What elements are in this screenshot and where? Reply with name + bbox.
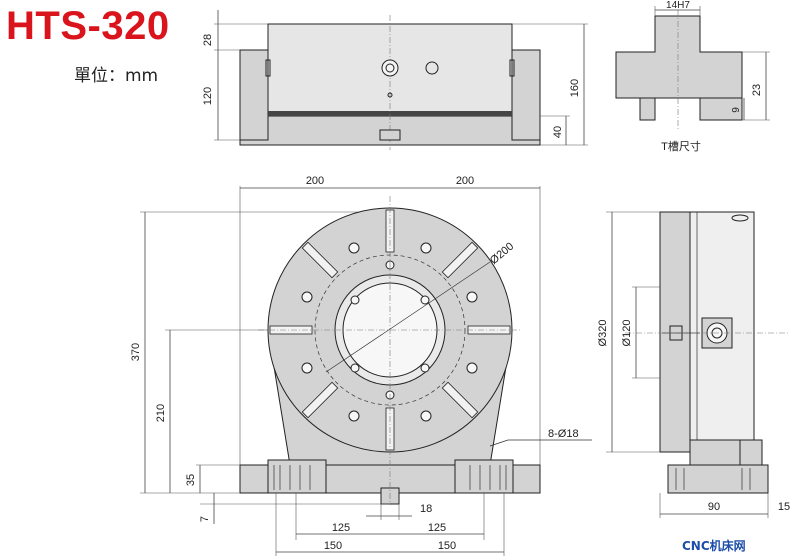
dim-front-dia200: Ø200 <box>488 240 516 266</box>
front-view-outer-holes <box>301 242 478 422</box>
dim-tslot-23: 23 <box>751 84 763 96</box>
dim-front-right-150: 150 <box>438 540 456 552</box>
dim-front-210: 210 <box>155 404 167 422</box>
side-view-pedestal <box>689 439 741 466</box>
side-view-base <box>667 464 769 494</box>
unit-label: 單位：mm <box>74 66 159 86</box>
dim-top-120: 120 <box>202 87 214 105</box>
top-view-pin <box>379 129 401 141</box>
dim-top-160: 160 <box>569 79 581 97</box>
dim-tslot-9: 9 <box>731 107 742 113</box>
dim-front-right-200: 200 <box>456 175 474 187</box>
dim-front-holes: 8-Ø18 <box>548 428 579 440</box>
top-view-bolt <box>381 59 399 77</box>
t-slot-caption: T槽尺寸 <box>661 139 701 153</box>
dim-side-dia320: Ø320 <box>597 320 609 347</box>
dim-side-dia120: Ø120 <box>621 320 633 347</box>
dim-front-right-125: 125 <box>428 522 446 534</box>
top-view: 28 120 160 40 <box>202 10 588 150</box>
front-view-inner-holes <box>350 260 430 400</box>
dim-front-left-150: 150 <box>324 540 342 552</box>
dim-front-left-200: 200 <box>306 175 324 187</box>
t-slot-detail: 14H7 23 9 T槽尺寸 <box>615 0 770 153</box>
dim-front-370: 370 <box>130 343 142 361</box>
watermark: CNC机床网 <box>682 539 746 553</box>
dim-tslot-14h7: 14H7 <box>666 0 690 11</box>
dim-front-7: 7 <box>199 516 211 522</box>
side-view-housing <box>689 211 755 453</box>
dim-top-40: 40 <box>552 126 564 138</box>
dim-side-15: 15 <box>778 501 790 513</box>
front-view: Ø200 200 200 370 210 35 7 8-Ø18 <box>130 175 592 556</box>
dim-side-90: 90 <box>708 501 720 513</box>
dim-top-28: 28 <box>202 34 214 46</box>
side-view: Ø320 Ø120 90 15 <box>597 211 790 518</box>
top-view-hole <box>425 61 439 75</box>
dim-front-left-125: 125 <box>332 522 350 534</box>
front-view-foot-left <box>267 459 327 494</box>
dim-front-35: 35 <box>185 474 197 486</box>
top-view-right-block <box>511 49 541 141</box>
front-view-foot-right <box>454 459 514 494</box>
top-view-left-block <box>239 49 269 141</box>
dim-front-18: 18 <box>420 503 432 515</box>
top-view-table-strip <box>268 111 512 116</box>
model-title: HTS-320 <box>6 4 170 48</box>
